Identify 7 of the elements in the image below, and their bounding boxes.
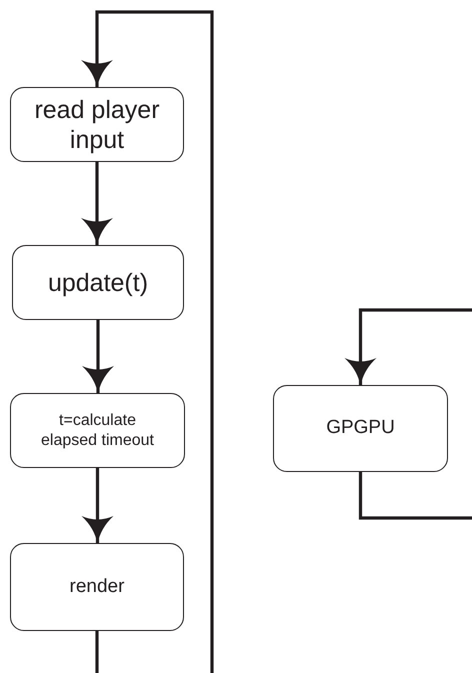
process-box: GPGPU: [273, 385, 448, 472]
process-box: t=calculate elapsed timeout: [10, 393, 185, 468]
connector-line: [358, 472, 472, 520]
process-box: read player input: [10, 87, 184, 162]
process-box: update(t): [12, 245, 184, 320]
process-box: render: [10, 543, 184, 631]
connector-line: [95, 631, 99, 673]
